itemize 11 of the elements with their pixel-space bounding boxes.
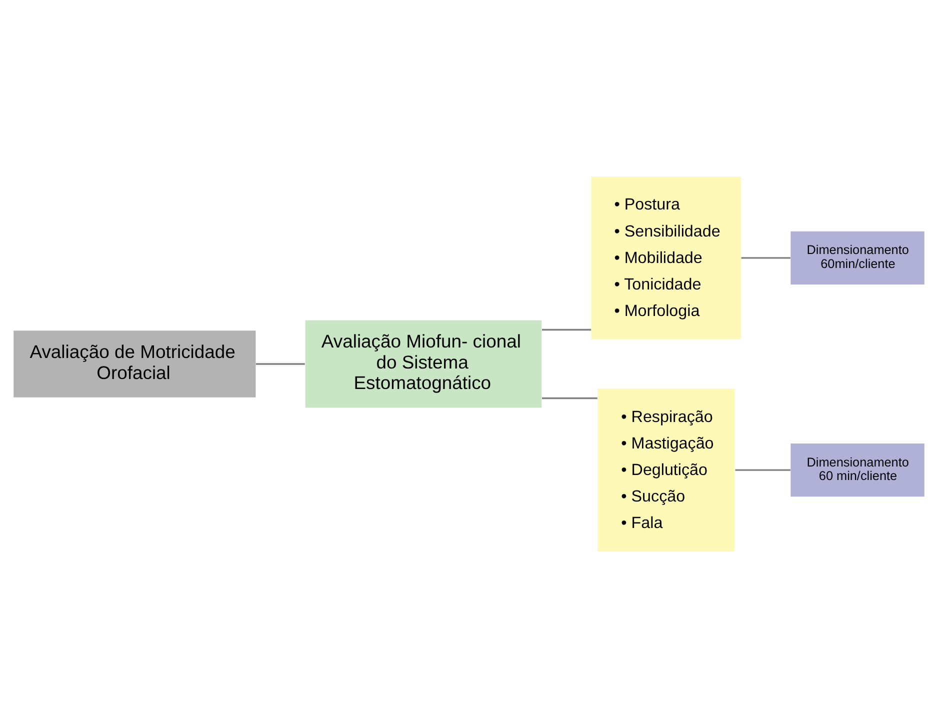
node-box: • Respiração • Mastigação • Deglutição • Sucção • Fala (597, 388, 734, 552)
node-box: Dimensionamento 60min/cliente (790, 231, 924, 284)
node-box: Avaliação de Motricidade Orofacial (13, 330, 256, 398)
connector (255, 363, 304, 365)
node-box: Avaliação Miofun- cional do Sistema Estomatognático (304, 320, 542, 408)
connector (734, 469, 790, 471)
connector (740, 257, 790, 259)
connector (541, 397, 597, 400)
node-box: Dimensionamento 60 min/cliente (790, 444, 924, 497)
connector (541, 328, 591, 331)
node-box: • Postura • Sensibilidade • Mobilidade • Tonicidade • Morfologia (590, 176, 741, 340)
